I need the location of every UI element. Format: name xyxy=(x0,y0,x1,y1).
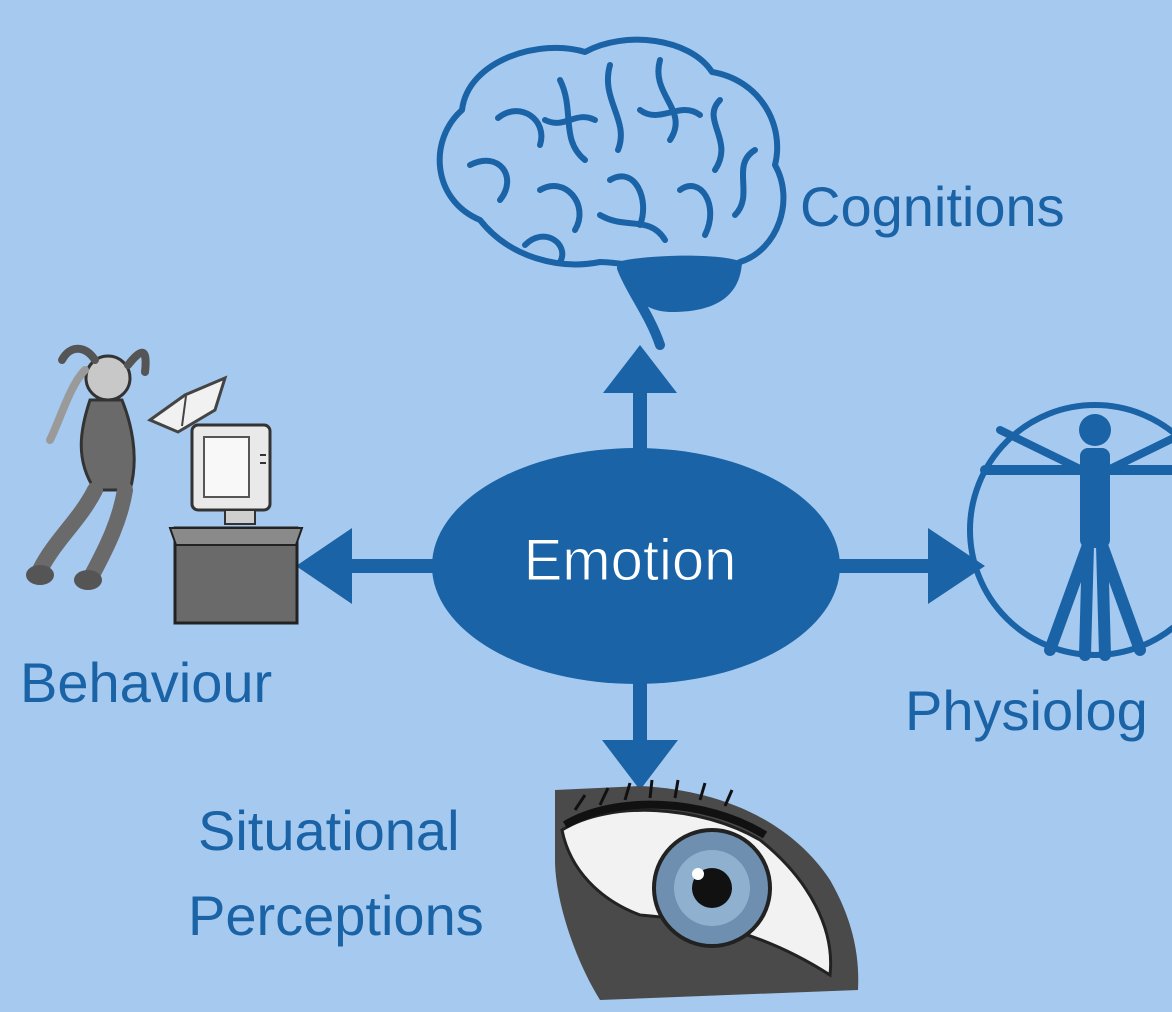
behaviour-label: Behaviour xyxy=(20,651,272,714)
brain-stem xyxy=(617,263,665,350)
situational-label-line2: Perceptions xyxy=(188,884,484,947)
arrow-down xyxy=(602,680,678,790)
emotion-label: Emotion xyxy=(524,528,737,593)
arrow-up xyxy=(603,345,677,455)
situational-label-line1: Situational xyxy=(198,799,460,862)
cognitions-label: Cognitions xyxy=(800,175,1065,238)
person-at-computer-icon xyxy=(26,344,304,625)
physiology-label: Physiolog xyxy=(905,679,1148,742)
vitruvian-man-icon xyxy=(967,402,1172,661)
eye-icon xyxy=(555,779,859,1000)
emotion-ellipse xyxy=(432,448,840,684)
arrow-right xyxy=(830,528,985,604)
cerebellum xyxy=(618,255,742,312)
arrow-left xyxy=(296,528,440,604)
